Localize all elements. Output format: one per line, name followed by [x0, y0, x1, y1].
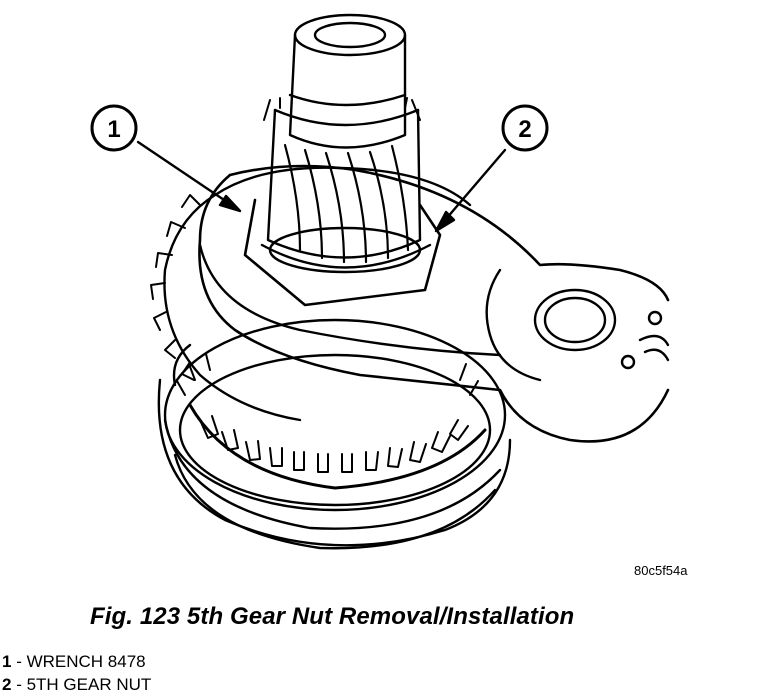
legend-text: WRENCH 8478 [26, 652, 146, 671]
legend-number: 2 [2, 675, 12, 694]
figure-caption: Fig. 123 5th Gear Nut Removal/Installati… [90, 603, 575, 630]
figure-reference-code: 80c5f54a [634, 563, 688, 578]
legend-text: 5TH GEAR NUT [26, 675, 152, 694]
legend-separator: - [11, 652, 27, 671]
callout-1-number: 1 [107, 116, 120, 143]
lower-gear-assembly [157, 318, 512, 550]
legend-separator: - [11, 675, 27, 694]
legend-number: 1 [2, 652, 12, 671]
legend-item-wrench: 1 - WRENCH 8478 [2, 650, 151, 673]
callout-2-number: 2 [518, 116, 531, 143]
wrench [198, 164, 670, 443]
callout-leaders [136, 140, 507, 233]
legend: 1 - WRENCH 8478 2 - 5TH GEAR NUT [2, 650, 151, 696]
output-shaft [263, 13, 422, 264]
fifth-gear-nut [243, 198, 442, 307]
callout-2: 2 [501, 104, 549, 152]
gear-nut-illustration: 1 2 [90, 13, 670, 550]
callout-1: 1 [90, 104, 138, 152]
legend-item-gear-nut: 2 - 5TH GEAR NUT [2, 673, 151, 696]
